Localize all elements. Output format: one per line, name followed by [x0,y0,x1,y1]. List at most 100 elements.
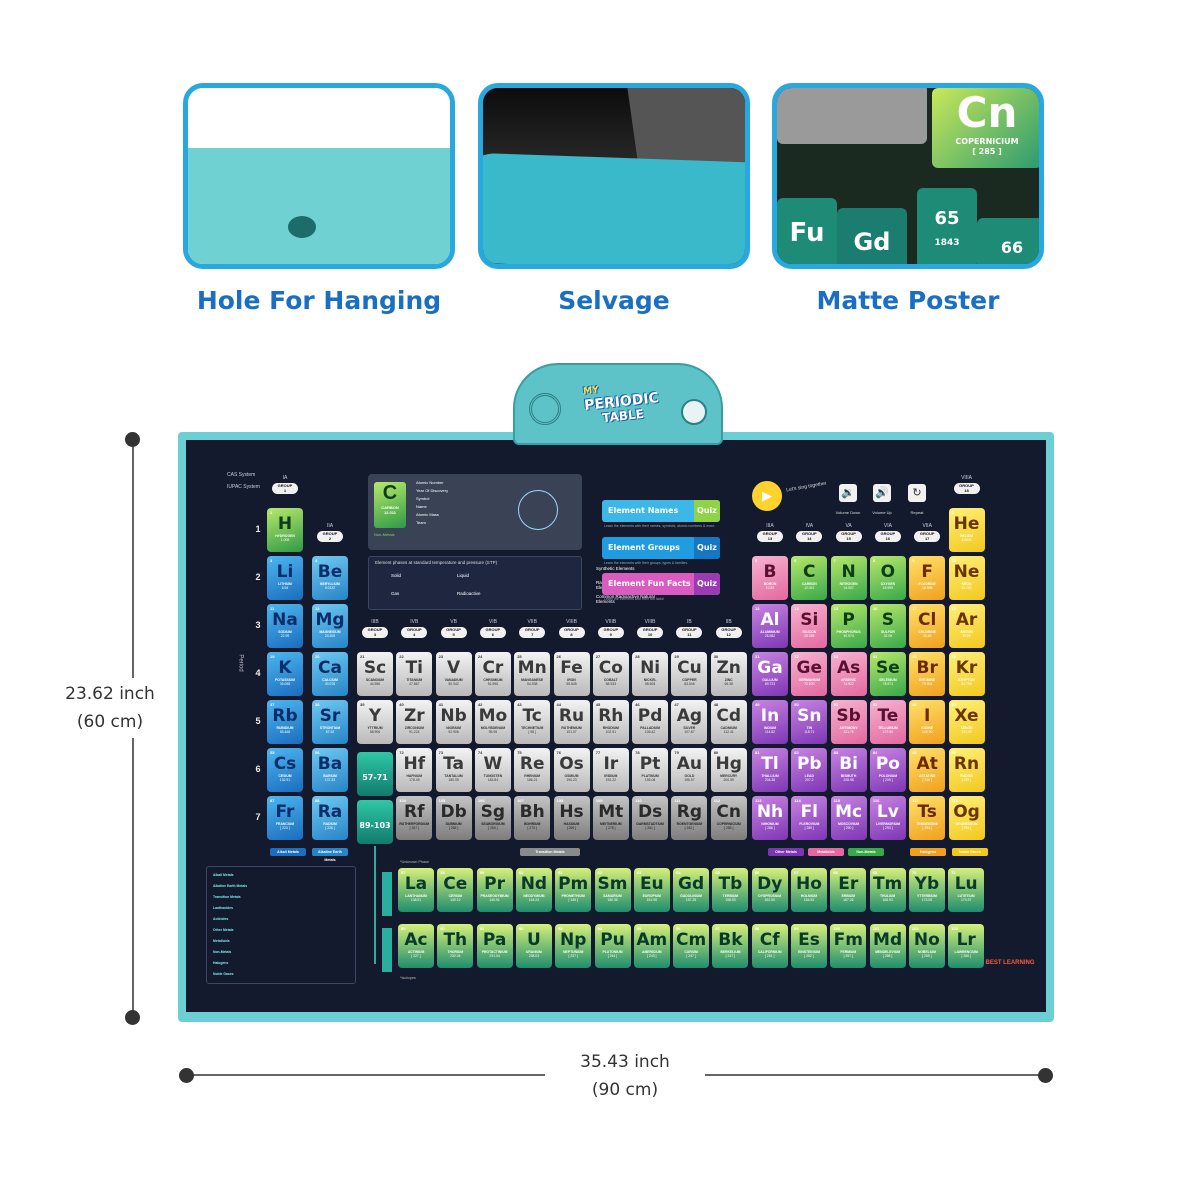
element-tile-lu[interactable]: 71LuLutetium174.97 [948,868,985,912]
element-tile-c[interactable]: 6CCarbon12.011 [791,556,828,600]
element-tile-lv[interactable]: 116LvLivermorium[ 293 ] [869,796,906,840]
element-tile-re[interactable]: 75ReRhenium186.21 [514,748,551,792]
element-tile-h[interactable]: 1HHydrogen1.008 [267,508,303,552]
element-tile-pd[interactable]: 46PdPalladium106.42 [632,700,669,744]
element-tile-ra[interactable]: 88RaRadium[ 226 ] [312,796,348,840]
element-tile-co[interactable]: 27CoCobalt58.933 [592,652,629,696]
element-tile-cf[interactable]: 98CfCalifornium[ 251 ] [751,924,788,968]
element-tile-la[interactable]: 57LaLanthanum138.91 [398,868,434,912]
element-tile-xe[interactable]: 54XeXenon131.29 [948,700,985,744]
volume-up-button[interactable]: 🔊 [873,484,891,502]
element-tile-cl[interactable]: 17ClChlorine35.45 [909,604,946,648]
element-tile-tm[interactable]: 69TmThulium168.93 [869,868,906,912]
element-tile-rh[interactable]: 45RhRhodium102.91 [592,700,629,744]
element-tile-n[interactable]: 7NNitrogen14.007 [830,556,867,600]
element-tile-os[interactable]: 76OsOsmium190.23 [553,748,590,792]
element-tile-pm[interactable]: 61PmPromethium[ 145 ] [555,868,592,912]
element-tile-tl[interactable]: 81TlThallium204.38 [752,748,788,792]
power-button[interactable] [681,399,707,425]
element-tile-th[interactable]: 90ThThorium232.04 [437,924,474,968]
repeat-button[interactable]: ↻ [908,484,926,502]
element-tile-ge[interactable]: 32GeGermanium72.630 [791,652,828,696]
element-tile-br[interactable]: 35BrBromine79.904 [909,652,946,696]
element-tile-nh[interactable]: 113NhNihonium[ 286 ] [752,796,788,840]
element-tile-at[interactable]: 85AtAstatine[ 210 ] [909,748,946,792]
element-tile-ne[interactable]: 10NeNeon20.180 [948,556,985,600]
element-tile-pa[interactable]: 91PaProtactinium231.04 [476,924,513,968]
element-tile-cm[interactable]: 96CmCurium[ 247 ] [673,924,710,968]
element-names-button[interactable]: Element Names Quiz [602,500,720,522]
element-tile-fl[interactable]: 114FlFlerovium[ 289 ] [791,796,828,840]
element-fun-facts-button[interactable]: Element Fun Facts Quiz [602,573,720,595]
element-tile-og[interactable]: 118OgOganesson[ 294 ] [948,796,985,840]
element-tile-pt[interactable]: 78PtPlatinum195.08 [632,748,669,792]
element-tile-w[interactable]: 74WTungsten183.84 [474,748,511,792]
element-tile-s[interactable]: 16SSulfur32.06 [869,604,906,648]
element-tile-ts[interactable]: 117TsTennessine[ 294 ] [909,796,946,840]
element-tile-lr[interactable]: 103LrLawrencium[ 266 ] [948,924,985,968]
element-tile-ba[interactable]: 56BaBarium137.33 [312,748,348,792]
element-tile-v[interactable]: 23VVanadium50.942 [435,652,472,696]
element-tile-sc[interactable]: 21ScScandium44.956 [357,652,393,696]
element-tile-tb[interactable]: 65TbTerbium158.93 [712,868,749,912]
element-tile-fm[interactable]: 100FmFermium[ 257 ] [830,924,867,968]
element-tile-pu[interactable]: 94PuPlutonium[ 244 ] [594,924,631,968]
element-tile-md[interactable]: 101MdMendelevium[ 258 ] [869,924,906,968]
element-tile-bh[interactable]: 107BhBohrium[ 270 ] [514,796,551,840]
element-tile-sr[interactable]: 38SrStrontium87.62 [312,700,348,744]
element-tile-he[interactable]: 2HeHelium4.0026 [948,508,985,552]
element-tile-cd[interactable]: 48CdCadmium112.41 [710,700,747,744]
element-tile-p[interactable]: 15PPhosphorus30.974 [830,604,867,648]
element-tile-as[interactable]: 33AsArsenic74.922 [830,652,867,696]
element-tile-ce[interactable]: 58CeCerium140.12 [437,868,474,912]
element-tile-ac[interactable]: 89AcActinium[ 227 ] [398,924,434,968]
element-tile-rn[interactable]: 86RnRadon[ 222 ] [948,748,985,792]
element-tile-ta[interactable]: 73TaTantalum180.95 [435,748,472,792]
element-tile-ni[interactable]: 28NiNickel58.693 [632,652,669,696]
element-tile-o[interactable]: 8OOxygen15.999 [869,556,906,600]
element-tile-fr[interactable]: 87FrFrancium[ 223 ] [267,796,303,840]
element-tile-no[interactable]: 102NoNobelium[ 259 ] [908,924,945,968]
element-tile-sb[interactable]: 51SbAntimony121.76 [830,700,867,744]
element-tile-sg[interactable]: 106SgSeaborgium[ 269 ] [474,796,511,840]
element-tile-al[interactable]: 13AlAluminium26.982 [752,604,788,648]
element-tile-dy[interactable]: 66DyDysprosium162.50 [751,868,788,912]
element-tile-mo[interactable]: 42MoMolybdenum95.95 [474,700,511,744]
element-tile-ir[interactable]: 77IrIridium192.22 [592,748,629,792]
element-tile-nb[interactable]: 41NbNiobium92.906 [435,700,472,744]
element-tile-ga[interactable]: 31GaGallium69.723 [752,652,788,696]
element-tile-yb[interactable]: 70YbYtterbium173.05 [908,868,945,912]
element-tile-db[interactable]: 105DbDubnium[ 268 ] [435,796,472,840]
element-tile-u[interactable]: 92UUranium238.03 [515,924,552,968]
element-tile-in[interactable]: 49InIndium114.82 [752,700,788,744]
element-tile-au[interactable]: 79AuGold196.97 [671,748,708,792]
element-tile-tc[interactable]: 43TcTechnetium[ 98 ] [514,700,551,744]
element-tile-cu[interactable]: 29CuCopper63.546 [671,652,708,696]
element-tile-mg[interactable]: 12MgMagnesium24.305 [312,604,348,648]
element-tile-be[interactable]: 4BeBeryllium9.0122 [312,556,348,600]
element-tile-cn[interactable]: 112CnCopernicium[ 285 ] [710,796,747,840]
element-tile-sm[interactable]: 62SmSamarium150.36 [594,868,631,912]
element-tile-rg[interactable]: 111RgRoentgenium[ 282 ] [671,796,708,840]
element-tile-k[interactable]: 19KPotassium39.098 [267,652,303,696]
element-tile-pr[interactable]: 59PrPraseodymium140.91 [476,868,513,912]
element-tile-zn[interactable]: 30ZnZinc65.38 [710,652,747,696]
element-tile-er[interactable]: 68ErErbium167.26 [830,868,867,912]
element-tile-fe[interactable]: 26FeIron55.845 [553,652,590,696]
element-tile-sn[interactable]: 50SnTin118.71 [791,700,828,744]
element-tile-y[interactable]: 39YYttrium88.906 [357,700,393,744]
element-tile-si[interactable]: 14SiSilicon28.085 [791,604,828,648]
element-tile-hs[interactable]: 108HsHassium[ 269 ] [553,796,590,840]
element-tile-ru[interactable]: 44RuRuthenium101.07 [553,700,590,744]
element-tile-li[interactable]: 3LiLithium6.94 [267,556,303,600]
element-tile-i[interactable]: 53IIodine126.90 [909,700,946,744]
element-tile-po[interactable]: 84PoPolonium[ 209 ] [869,748,906,792]
element-tile-na[interactable]: 11NaSodium22.99 [267,604,303,648]
element-tile-es[interactable]: 99EsEinsteinium[ 252 ] [791,924,827,968]
element-tile-rb[interactable]: 37RbRubidium85.468 [267,700,303,744]
element-tile-hf[interactable]: 72HfHafnium178.49 [396,748,433,792]
element-tile-ca[interactable]: 20CaCalcium40.078 [312,652,348,696]
element-tile-hg[interactable]: 80HgMercury200.59 [710,748,747,792]
element-tile-eu[interactable]: 63EuEuropium151.96 [633,868,670,912]
element-tile-b[interactable]: 5BBoron10.81 [752,556,788,600]
